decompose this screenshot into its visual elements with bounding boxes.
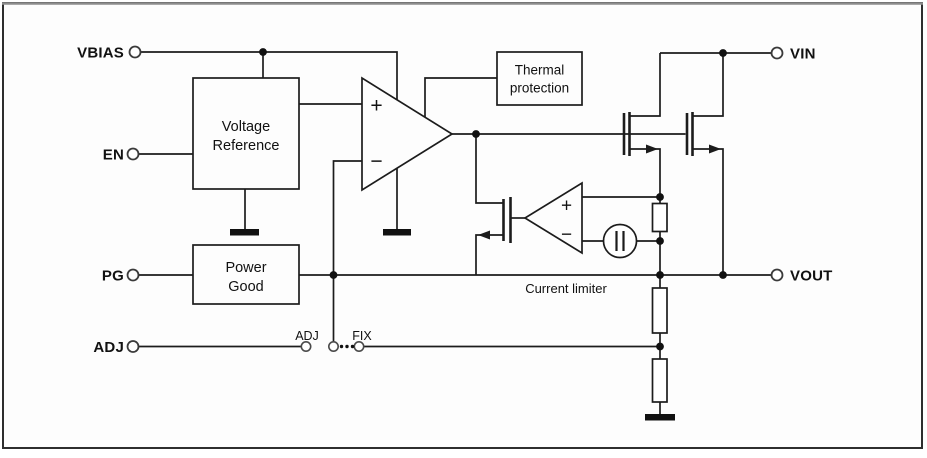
current-limit-amp-triangle — [523, 181, 583, 255]
power-good-label-line1: Power — [225, 260, 266, 276]
thermal-protection-label-line1: Thermal — [515, 63, 565, 78]
error-amp-triangle — [361, 76, 454, 192]
error-amp-plus-sign: + — [370, 95, 382, 118]
option-dot-icon — [339, 344, 344, 349]
pg-pin-label: PG — [102, 268, 124, 285]
vout-pin-label: VOUT — [790, 268, 832, 285]
sense-resistor — [651, 202, 668, 233]
vout-terminal — [770, 268, 784, 282]
vin-terminal — [770, 46, 784, 60]
voltage-reference-label-line1: Voltage — [222, 119, 270, 135]
error-amp-minus-sign: − — [370, 150, 382, 173]
wire-feedback-to-minus-input — [332, 160, 362, 342]
wire-thermal — [424, 77, 497, 118]
vin-pin-label: VIN — [790, 46, 816, 63]
fix-option-terminal — [353, 340, 365, 352]
adj-fix-option: ADJ FIX — [295, 329, 372, 352]
current-source-circle — [602, 223, 638, 259]
voltage-reference-block — [192, 77, 300, 190]
en-pin-label: EN — [103, 147, 124, 164]
adj-terminal — [126, 340, 140, 353]
pass-fet-1-arrow-icon — [646, 144, 658, 154]
junction-dot — [472, 130, 480, 138]
vbias-terminal — [128, 45, 142, 59]
junction-dot — [656, 342, 664, 351]
pg-terminal — [126, 268, 140, 282]
junction-dot — [719, 271, 727, 279]
thermal-protection-block — [496, 51, 583, 106]
fix-option-label: FIX — [352, 329, 372, 343]
junction-dot — [656, 271, 664, 279]
wire-sense-fet-source — [475, 234, 503, 275]
power-good-block — [192, 244, 300, 305]
current-limiter-label: Current limiter — [525, 281, 607, 296]
option-dot-icon — [345, 344, 349, 349]
ground-icon — [230, 229, 259, 236]
junction-dot — [656, 193, 664, 201]
junction-dot — [719, 49, 727, 57]
feedback-option-terminal — [327, 340, 339, 352]
voltage-reference-label-line2: Reference — [213, 138, 280, 154]
adj-option-terminal — [300, 340, 312, 352]
current-source — [602, 223, 638, 259]
vbias-pin-label: VBIAS — [77, 45, 124, 62]
wire-sense-fet-drain — [475, 134, 503, 204]
feedback-resistor-top — [651, 287, 668, 334]
pass-fet-2-arrow-icon — [709, 144, 721, 154]
junction-dot — [259, 48, 267, 56]
feedback-resistor-bottom — [651, 358, 668, 403]
pass-fet-2-source-lead — [692, 148, 724, 275]
adj-option-label: ADJ — [295, 329, 319, 343]
sense-fet — [478, 197, 512, 243]
power-good-label-line2: Good — [228, 279, 263, 295]
pass-fet-2 — [685, 53, 724, 275]
pass-fet-2-drain-lead — [692, 53, 724, 117]
junction-dot — [656, 237, 664, 245]
adj-pin-label: ADJ — [93, 339, 124, 356]
wire-vbias — [140, 51, 398, 100]
ground-icon — [645, 414, 675, 421]
thermal-protection-label-line2: protection — [510, 81, 569, 96]
ground-icon — [383, 229, 411, 236]
junction-dot — [329, 271, 338, 279]
diagram-border — [2, 2, 923, 449]
current-limit-amp-plus-sign: + — [561, 196, 572, 217]
current-limit-amp-minus-sign: − — [561, 225, 572, 246]
pass-fet-1-drain-lead — [629, 53, 661, 117]
option-dot-icon — [350, 344, 355, 349]
sense-fet-arrow-icon — [478, 230, 490, 240]
en-terminal — [126, 147, 140, 161]
